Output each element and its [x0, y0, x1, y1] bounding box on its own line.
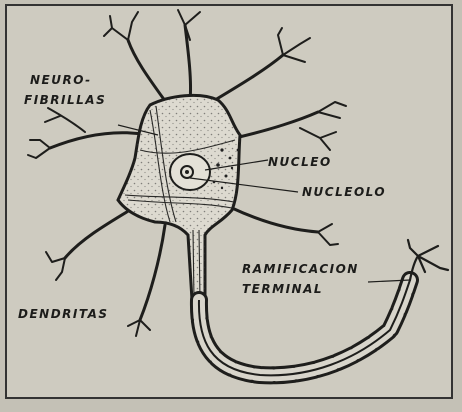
label-ramificacion-1: RAMIFICACION — [242, 262, 359, 276]
label-neurofibrillas-1: NEURO- — [30, 73, 92, 87]
label-ramificacion-2: TERMINAL — [242, 282, 323, 296]
label-nucleo: NUCLEO — [268, 155, 332, 169]
label-neurofibrillas-2: FIBRILLAS — [24, 93, 106, 107]
label-nucleolo: NUCLEOLO — [302, 185, 386, 199]
nucleus — [170, 154, 210, 190]
label-dendritas: DENDRITAS — [18, 307, 109, 321]
